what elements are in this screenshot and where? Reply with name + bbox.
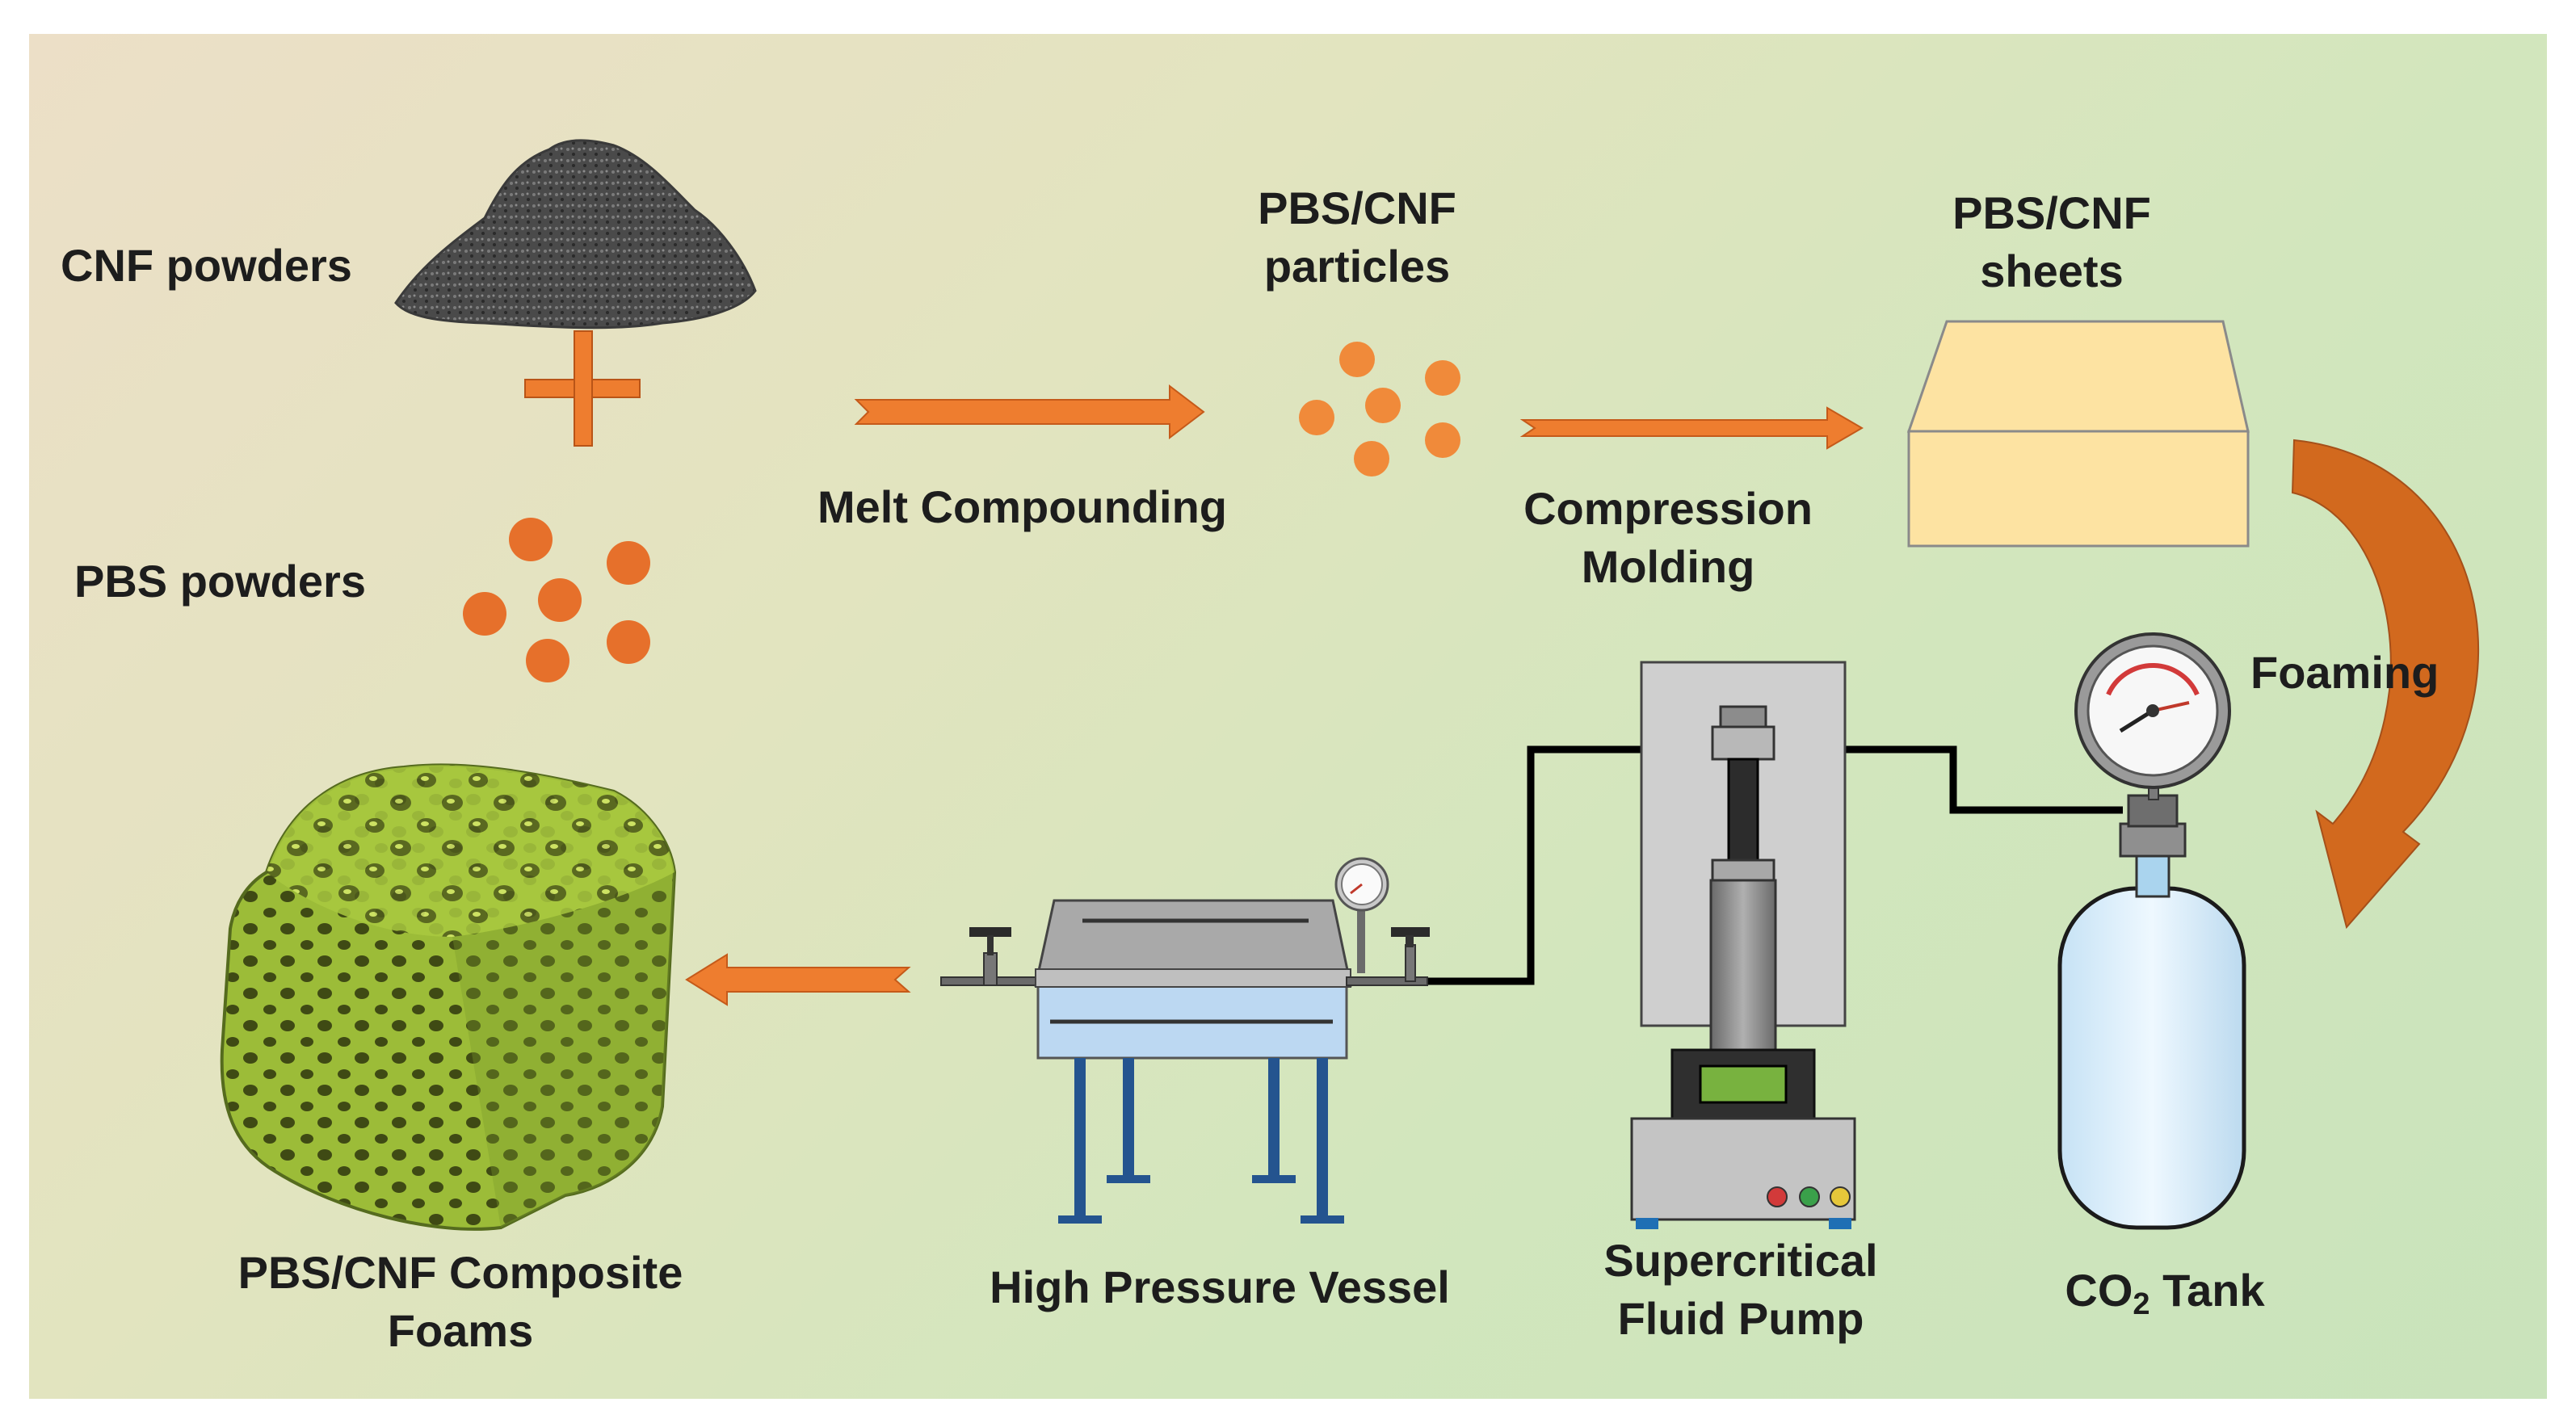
- supercritical-pump-icon: [1630, 661, 1856, 1229]
- compression-molding-label-line1: Compression: [1523, 483, 1813, 534]
- high-pressure-vessel-label: High Pressure Vessel: [990, 1262, 1450, 1312]
- supercritical-pump-label-line2: Fluid Pump: [1617, 1293, 1864, 1344]
- output-arrow: [685, 953, 911, 1006]
- pbs-cnf-particles-label-line1: PBS/CNF: [1258, 183, 1456, 233]
- co2-cylinder-icon: [2057, 754, 2246, 1230]
- melt-compounding-arrow: [854, 384, 1205, 440]
- pressure-gauge-icon: [2074, 632, 2231, 789]
- foaming-label: Foaming: [2250, 647, 2439, 698]
- foaming-arrow: [2291, 439, 2480, 930]
- pbs-powders-label: PBS powders: [74, 556, 366, 607]
- compression-molding-label: Compression Molding: [1486, 480, 1850, 596]
- co2-tank-label-prefix: CO: [2065, 1265, 2133, 1316]
- supercritical-pump-label-line1: Supercritical: [1603, 1235, 1878, 1286]
- cnf-powder-pile-icon: [394, 139, 757, 330]
- pbs-cnf-sheets-label-line1: PBS/CNF: [1952, 187, 2151, 238]
- composite-foams-label-line1: PBS/CNF Composite: [237, 1247, 683, 1298]
- plus-icon: [524, 330, 641, 447]
- compression-molding-arrow: [1519, 406, 1864, 450]
- composite-foams-label: PBS/CNF Composite Foams: [178, 1244, 743, 1360]
- pbs-cnf-sheets-label: PBS/CNF sheets: [1931, 184, 2173, 300]
- pbs-cnf-particles-label-line2: particles: [1263, 241, 1451, 292]
- co2-tank-label-suffix: Tank: [2149, 1265, 2265, 1316]
- pbs-powder-particles: [463, 518, 650, 682]
- pbs-cnf-particles: [1299, 342, 1460, 476]
- valve-icon: [969, 927, 1011, 986]
- foam-cube-icon: [220, 763, 677, 1231]
- co2-tank-label-subscript: 2: [2133, 1287, 2150, 1321]
- melt-compounding-label: Melt Compounding: [817, 481, 1228, 532]
- high-pressure-vessel-icon: [940, 857, 1430, 1224]
- composite-foams-label-line2: Foams: [387, 1305, 534, 1356]
- pbs-cnf-sheet: [1906, 320, 2250, 548]
- co2-tank-label: CO2 Tank: [2036, 1262, 2294, 1320]
- supercritical-pump-label: Supercritical Fluid Pump: [1559, 1232, 1923, 1348]
- pbs-cnf-sheets-label-line2: sheets: [1980, 246, 2124, 296]
- cnf-powders-label: CNF powders: [61, 240, 352, 291]
- compression-molding-label-line2: Molding: [1581, 541, 1755, 592]
- pbs-cnf-particles-label: PBS/CNF particles: [1236, 179, 1478, 296]
